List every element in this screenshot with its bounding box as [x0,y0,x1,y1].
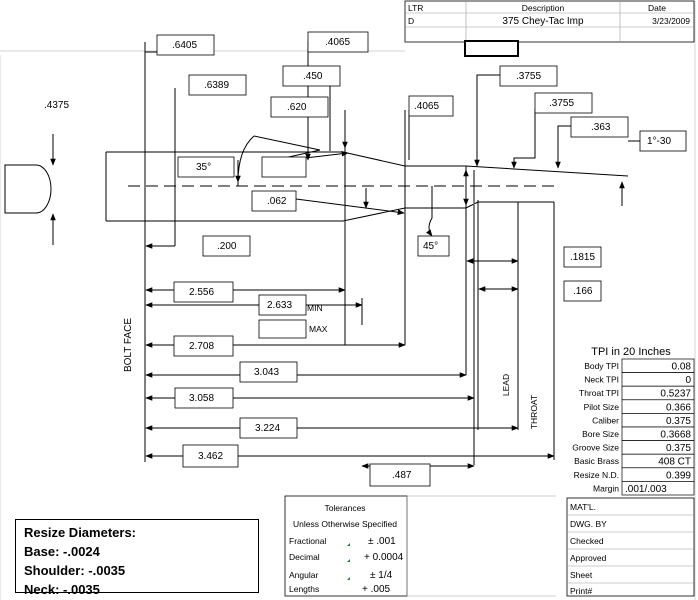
extension-lines [144,42,555,465]
dim-620: .620 [287,102,307,113]
tpi-row-label: Basic Brass [574,456,619,466]
dwg-by-label: DWG. BY [570,519,607,529]
dim-1815: .1815 [570,252,595,263]
tpi-title: TPI in 20 Inches [591,346,671,358]
resize-title: Resize Diameters: [24,525,136,540]
dim-2708: 2.708 [189,341,214,352]
reamer-profile [4,134,629,245]
dim-450: .450 [303,71,323,82]
lengths-label: Lengths [289,584,319,594]
tpi-row-value: 0 [685,375,691,386]
tpi-row-label: Body TPI [584,361,619,371]
dim-3043: 3.043 [254,367,279,378]
bolt-face-label: BOLT FACE [123,318,134,372]
dim-angle-35: 35° [196,162,211,173]
tolerances-subtitle: Unless Otherwise Specified [293,519,397,529]
decimal-value: + 0.0004 [364,552,404,563]
dim-3058: 3.058 [189,393,214,404]
dim-3224: 3.224 [255,423,280,434]
dim-angle-1-30: 1°-30 [647,136,671,147]
tpi-row-value: 0.375 [666,443,691,454]
dim-min-label: MIN [307,303,323,313]
dim-4065-top: .4065 [325,37,350,48]
tpi-row-label: Resize N.D. [574,470,619,480]
description-value: 375 Chey-Tac Imp [502,16,584,27]
throat-label: THROAT [529,395,539,429]
dim-3755-a: .3755 [516,71,541,82]
tpi-row-label: Groove Size [572,443,619,453]
lengths-value: + .005 [362,584,391,595]
approved-label: Approved [570,553,607,563]
tpi-row-value: 0.366 [666,402,691,413]
resize-neck: Neck: -.0035 [24,582,100,597]
dimension-labels: .4375 .6405 .6389 .4065 .450 .620 .4065 … [44,31,687,487]
resize-base: Base: -.0024 [24,544,100,559]
matl-label: MAT'L. [570,502,596,512]
date-value: 3/23/2009 [652,16,690,26]
corner-flags [347,543,350,580]
dim-3462: 3.462 [198,451,223,462]
checked-label: Checked [570,536,604,546]
tpi-row-value: 0.3668 [660,430,691,441]
rim-shape [4,164,52,214]
dim-rim-dia: .4375 [44,100,69,111]
signoff-block: MAT'L. DWG. BY Checked Approved Sheet Pr… [566,497,695,597]
resize-diameters-box: Resize Diameters: Base: -.0024 Shoulder:… [15,519,259,597]
tpi-row-label: Throat TPI [579,388,619,398]
tolerance-block: Tolerances Unless Otherwise Specified Fr… [284,495,556,597]
dim-angle-45: 45° [423,241,438,252]
fractional-label: Fractional [289,536,326,546]
tpi-row-value: 408 CT [658,457,691,468]
angular-label: Angular [289,570,318,580]
tpi-row-value: 0.08 [672,362,692,373]
dim-3755-b: .3755 [549,98,574,109]
date-header: Date [648,3,666,13]
lead-label: LEAD [501,374,511,396]
dim-6389: .6389 [204,80,229,91]
dim-363: .363 [591,122,611,133]
tpi-row-label: Margin [593,483,619,493]
resize-shoulder: Shoulder: -.0035 [24,563,126,578]
selected-cell [464,40,519,57]
ltr-value: D [408,16,414,26]
tpi-value-cell [621,481,695,496]
tpi-row-label: Bore Size [582,429,619,439]
dim-062: .062 [267,196,287,207]
dim-6405: .6405 [172,40,197,51]
dim-2633: 2.633 [267,300,292,311]
tpi-row-label: Pilot Size [584,402,620,412]
sheet-label: Sheet [570,570,593,580]
tpi-row-value: 0.399 [666,470,691,481]
decimal-label: Decimal [289,552,320,562]
dim-max-label: MAX [309,324,328,334]
tpi-row-value: .001/.003 [625,484,667,495]
tpi-row-value: 0.5237 [660,389,691,400]
fractional-value: ± .001 [368,536,396,547]
ltr-header: LTR [408,3,423,13]
tpi-row-value: 0.375 [666,416,691,427]
angular-value: ± 1/4 [370,570,393,581]
dim-487: .487 [392,470,412,481]
profile-lower [106,201,554,222]
tpi-row-label: Neck TPI [584,375,619,385]
tpi-row-label: Caliber [592,415,619,425]
dim-166: .166 [573,286,593,297]
dim-4065-mid: .4065 [414,101,439,112]
dim-200: .200 [217,241,237,252]
print-label: Print# [570,586,592,596]
title-block: LTR Description Date D 375 Chey-Tac Imp … [404,0,695,57]
tolerances-title: Tolerances [324,503,365,513]
description-header: Description [522,3,565,13]
dim-2556: 2.556 [189,287,214,298]
tpi-value-cell [621,372,695,387]
